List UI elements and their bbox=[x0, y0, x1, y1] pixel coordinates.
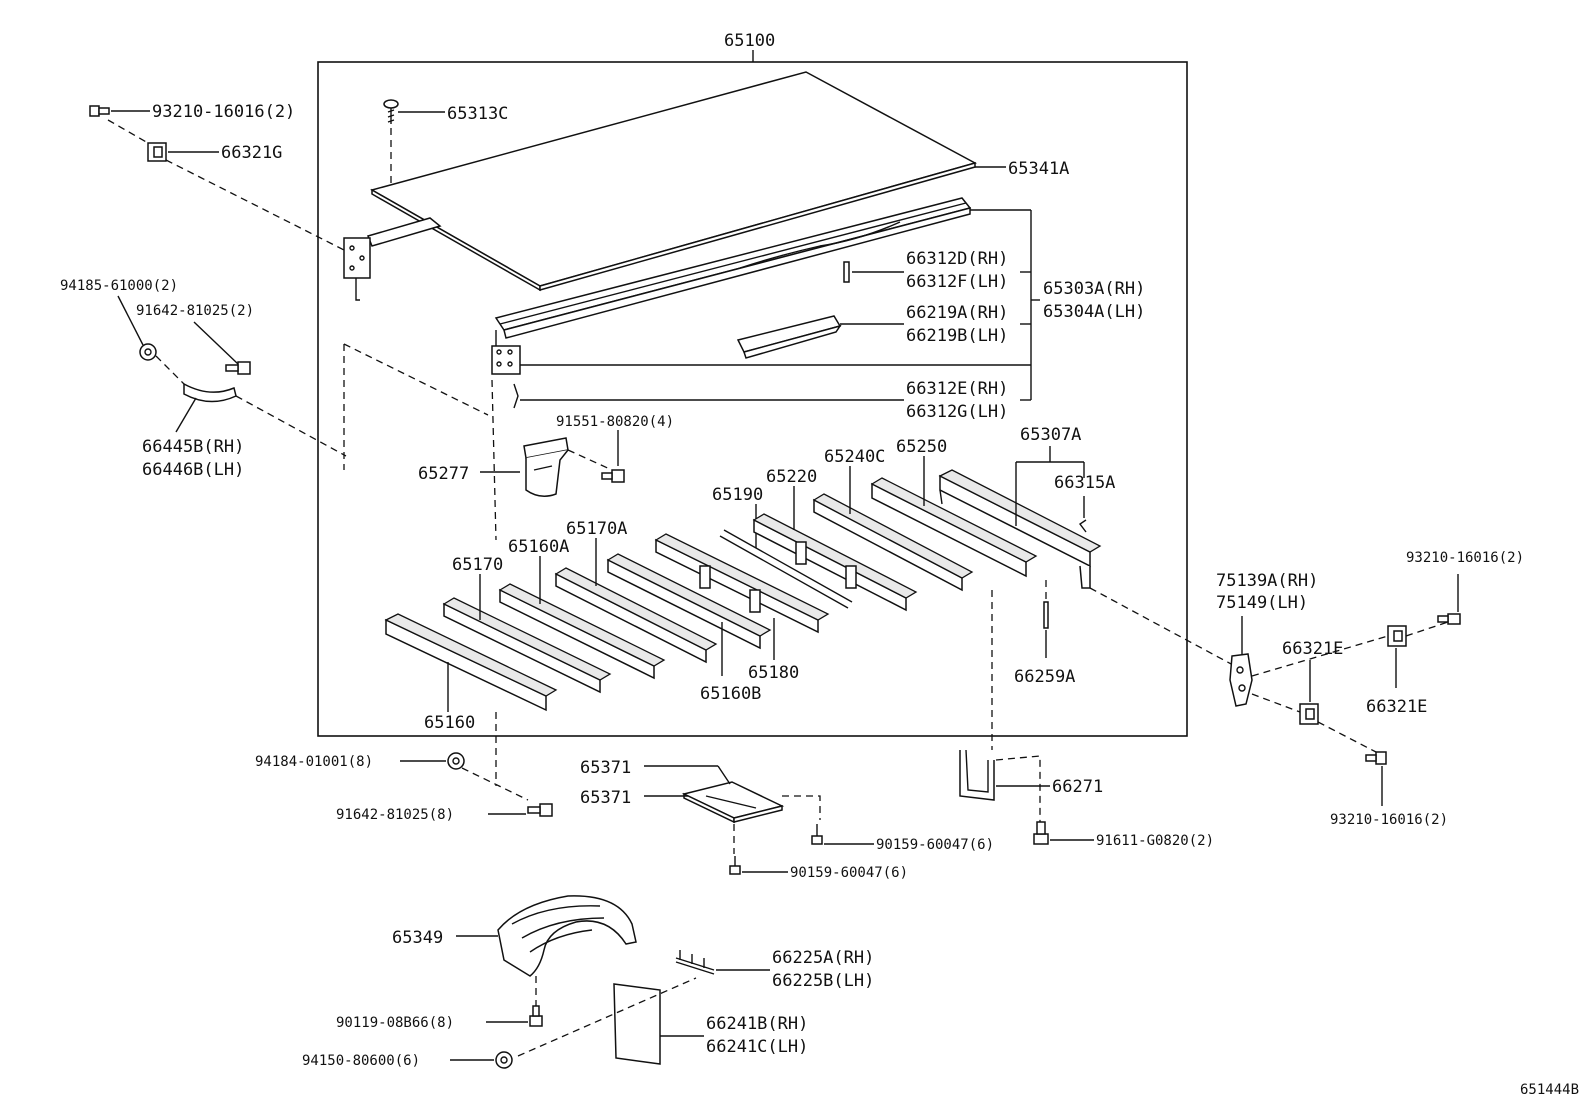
callout-66312F: 66312F(LH) bbox=[906, 272, 1008, 292]
callout-65250: 65250 bbox=[896, 437, 947, 457]
callout-90159-b: 90159-60047(6) bbox=[790, 865, 908, 881]
callout-66321E-b: 66321E bbox=[1366, 697, 1427, 717]
callout-94185: 94185-61000(2) bbox=[60, 278, 178, 294]
nut-94184 bbox=[447, 752, 465, 770]
callout-66219B: 66219B(LH) bbox=[906, 326, 1008, 346]
callout-66271: 66271 bbox=[1052, 777, 1103, 797]
u-bolt-66271 bbox=[959, 749, 995, 801]
callout-91642-top: 91642-81025(2) bbox=[136, 303, 254, 319]
callout-65170: 65170 bbox=[452, 555, 503, 575]
side-rail bbox=[494, 197, 972, 339]
bolt-91611 bbox=[1033, 821, 1049, 845]
plate-65371 bbox=[681, 781, 785, 824]
callout-65341A: 65341A bbox=[1008, 159, 1069, 179]
callout-91611: 91611-G0820(2) bbox=[1096, 833, 1214, 849]
clamp-66445B bbox=[183, 382, 237, 403]
callout-65240C: 65240C bbox=[824, 447, 885, 467]
callout-66241B: 66241B(RH) bbox=[706, 1014, 808, 1034]
callout-91642-bottom: 91642-81025(8) bbox=[336, 807, 454, 823]
mudflap-66241B bbox=[613, 983, 661, 1065]
screw-90159-a bbox=[811, 824, 823, 845]
bracket-65277 bbox=[523, 437, 569, 497]
callout-65220: 65220 bbox=[766, 467, 817, 487]
hinge-plate bbox=[491, 330, 521, 375]
crossmember-65307A bbox=[938, 469, 1102, 589]
nut-94150 bbox=[495, 1051, 513, 1069]
callout-66312E: 66312E(RH) bbox=[906, 379, 1008, 399]
callout-94150: 94150-80600(6) bbox=[302, 1053, 420, 1069]
rail-left-back bbox=[343, 217, 442, 301]
callout-65371-a: 65371 bbox=[580, 758, 631, 778]
callout-65277: 65277 bbox=[418, 464, 469, 484]
bracket-75139A bbox=[1229, 653, 1253, 707]
spacer-66321G bbox=[147, 142, 167, 162]
callout-65307A: 65307A bbox=[1020, 425, 1081, 445]
crossmember-65170 bbox=[442, 597, 612, 694]
nut-94185 bbox=[139, 343, 157, 361]
crossmember-65220 bbox=[752, 513, 918, 612]
callout-65160: 65160 bbox=[424, 713, 475, 733]
callout-65160B: 65160B bbox=[700, 684, 761, 704]
callout-65349: 65349 bbox=[392, 928, 443, 948]
callout-90119: 90119-08B66(8) bbox=[336, 1015, 454, 1031]
callout-66446B: 66446B(LH) bbox=[142, 460, 244, 480]
bolt-91642-top bbox=[225, 361, 251, 375]
callout-66445B: 66445B(RH) bbox=[142, 437, 244, 457]
crossmember-65190 bbox=[719, 529, 853, 609]
callout-65180: 65180 bbox=[748, 663, 799, 683]
bolt-93210-top-left bbox=[89, 105, 110, 117]
pin-66312D bbox=[843, 261, 850, 283]
bolt-93210-r2 bbox=[1365, 751, 1387, 765]
spacer-66321E-a bbox=[1299, 703, 1319, 725]
bolt-93210-r1 bbox=[1437, 613, 1461, 625]
bracket-66225A bbox=[675, 950, 715, 975]
crossmember-65160 bbox=[384, 613, 558, 712]
fender-65349 bbox=[497, 895, 637, 977]
callout-65190: 65190 bbox=[712, 485, 763, 505]
callout-66259A: 66259A bbox=[1014, 667, 1075, 687]
callout-65304A: 65304A(LH) bbox=[1043, 302, 1145, 322]
callout-65160A: 65160A bbox=[508, 537, 569, 557]
group-label: 65100 bbox=[724, 31, 775, 51]
callout-66241C: 66241C(LH) bbox=[706, 1037, 808, 1057]
callout-94184: 94184-01001(8) bbox=[255, 754, 373, 770]
callout-66321G: 66321G bbox=[221, 143, 282, 163]
gusset-66219A bbox=[736, 315, 842, 359]
callout-65313C: 65313C bbox=[447, 104, 508, 124]
deck-board bbox=[370, 71, 977, 292]
callout-66321E-a: 66321E bbox=[1282, 639, 1343, 659]
callout-66225B: 66225B(LH) bbox=[772, 971, 874, 991]
crossmember-65160A bbox=[498, 583, 666, 680]
callout-90159-a: 90159-60047(6) bbox=[876, 837, 994, 853]
callout-66225A: 66225A(RH) bbox=[772, 948, 874, 968]
crossmember-65170A bbox=[554, 567, 718, 664]
callout-93210-r2: 93210-16016(2) bbox=[1330, 812, 1448, 828]
callout-65371-b: 65371 bbox=[580, 788, 631, 808]
screw-90159-b bbox=[729, 856, 741, 875]
callout-91551: 91551-80820(4) bbox=[556, 414, 674, 430]
callout-65170A: 65170A bbox=[566, 519, 627, 539]
drawing-id: 651444B bbox=[1520, 1082, 1579, 1098]
screw-65313C bbox=[383, 99, 399, 124]
bolt-91551 bbox=[601, 469, 625, 483]
callout-75139A: 75139A(RH) bbox=[1216, 571, 1318, 591]
crossmember-65250 bbox=[870, 477, 1038, 578]
crossmember-65180 bbox=[654, 533, 830, 634]
bolt-91642-bottom bbox=[527, 803, 553, 817]
callout-93210-tl: 93210-16016(2) bbox=[152, 102, 295, 122]
callout-75149: 75149(LH) bbox=[1216, 593, 1308, 613]
spacer-66321E-b bbox=[1387, 625, 1407, 647]
callout-93210-r1: 93210-16016(2) bbox=[1406, 550, 1524, 566]
callout-66312D: 66312D(RH) bbox=[906, 249, 1008, 269]
callout-66312G: 66312G(LH) bbox=[906, 402, 1008, 422]
callout-66315A: 66315A bbox=[1054, 473, 1115, 493]
callout-65303A: 65303A(RH) bbox=[1043, 279, 1145, 299]
callout-66219A: 66219A(RH) bbox=[906, 303, 1008, 323]
bolt-90119 bbox=[529, 1005, 543, 1027]
crossmember-65240C bbox=[812, 493, 974, 592]
